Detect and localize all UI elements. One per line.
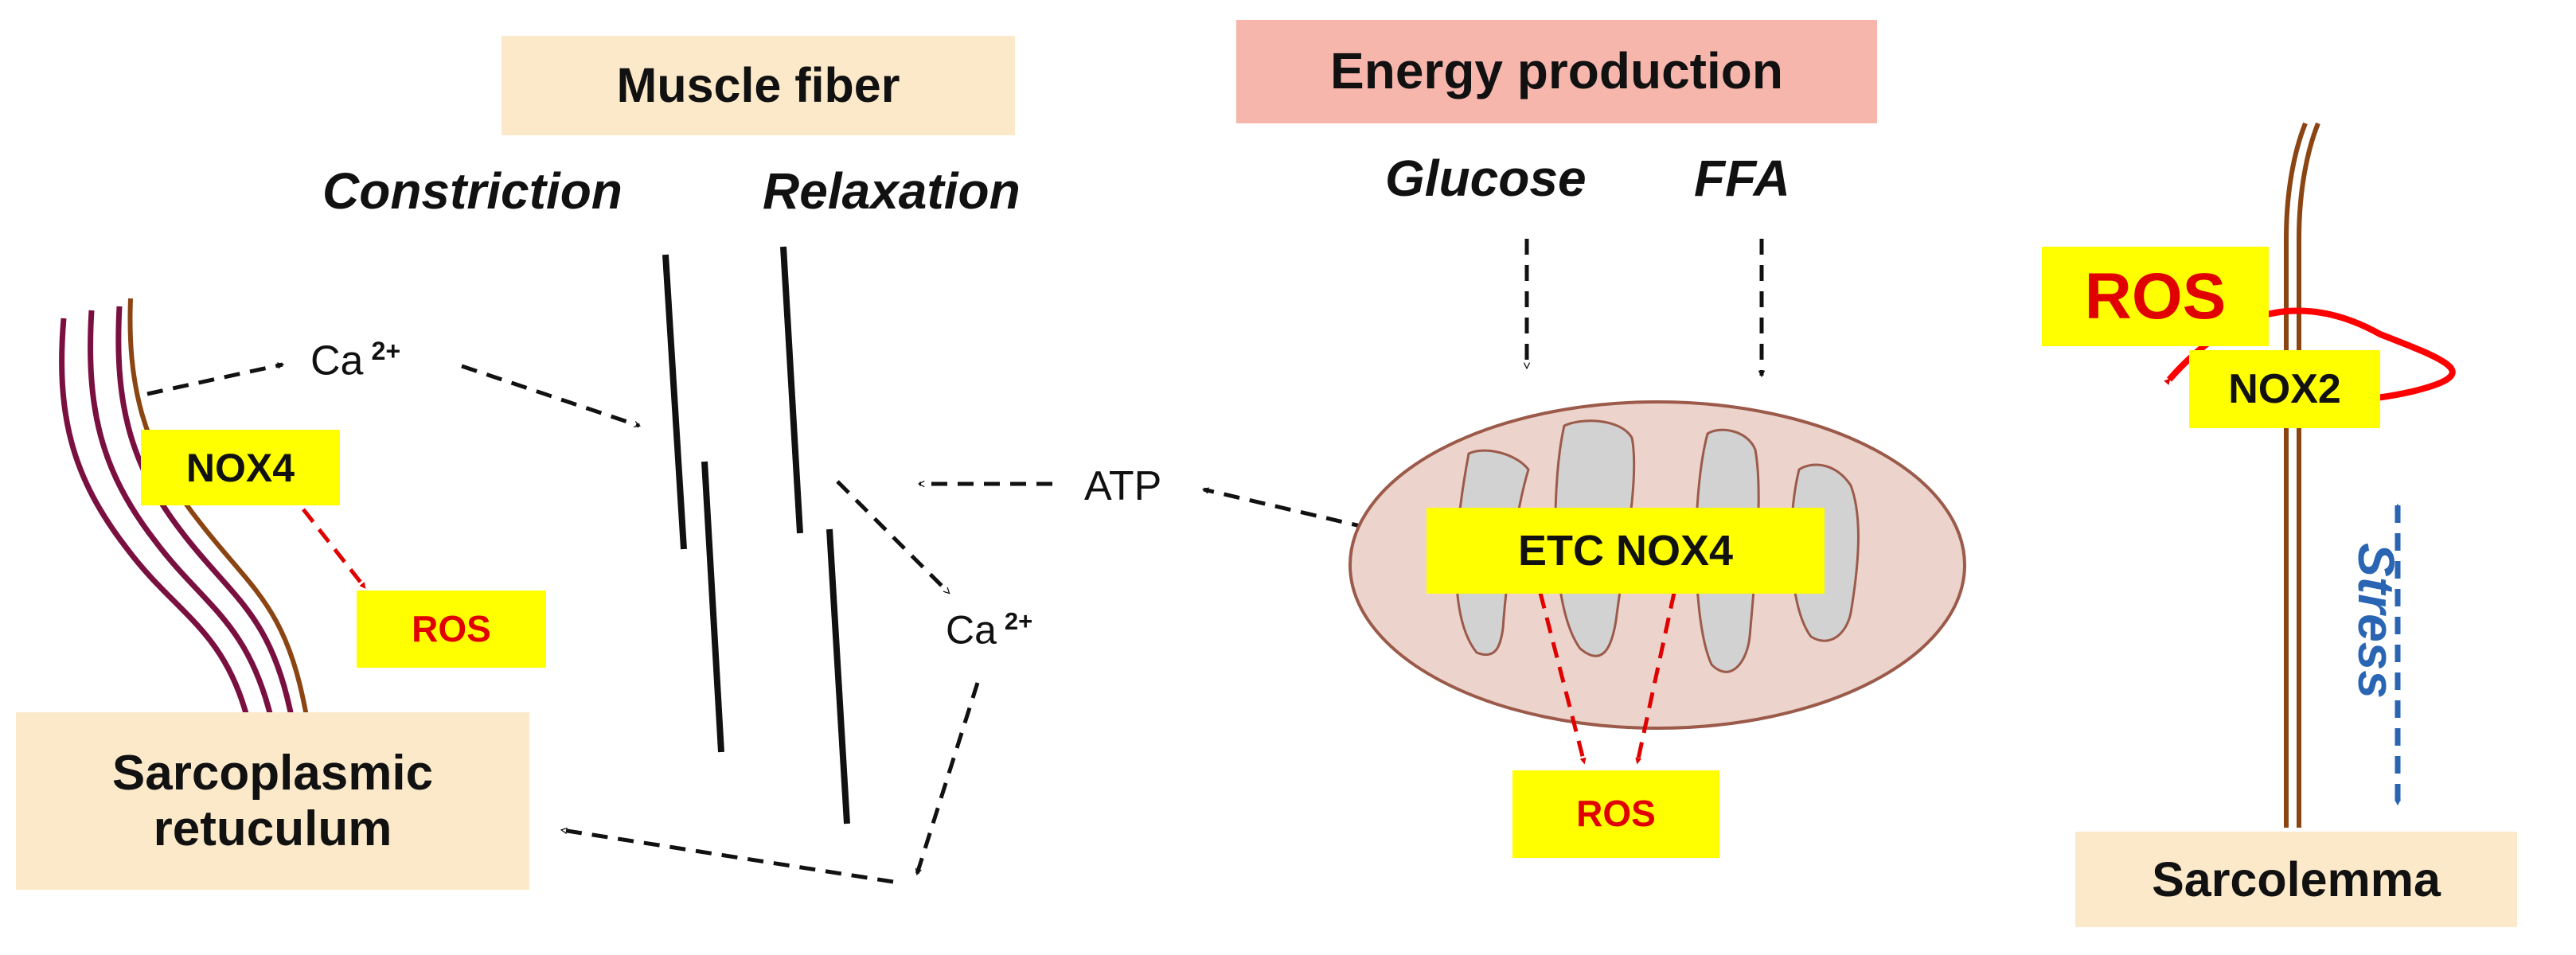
muscle-filaments [662, 246, 850, 824]
nox2-box: NOX2 [2189, 350, 2380, 428]
sr-membrane-line-1 [59, 318, 250, 717]
glucose-label: Glucose [1385, 150, 1587, 207]
calcium-ion-charge: 2+ [1004, 607, 1033, 635]
filament-4 [826, 528, 850, 824]
nox4-sr-box: NOX4 [141, 430, 340, 505]
muscle-fiber-title: Muscle fiber [502, 36, 1015, 135]
energy-production-title: Energy production [1236, 20, 1877, 123]
relaxation-label: Relaxation [763, 162, 1021, 220]
sarcoplasmic-reticulum-membranes [59, 298, 309, 717]
filament-2 [701, 461, 724, 753]
ffa-label: FFA [1694, 150, 1790, 207]
sarcolemma-line-1 [2284, 122, 2308, 828]
arrow-etc-to-ros-1 [1538, 592, 1587, 765]
sarcolemma-membrane [2284, 122, 2320, 828]
calcium-ion-symbol: Ca [310, 337, 364, 384]
ros-sr-box: ROS [357, 591, 546, 668]
ros-mitochondria-box: ROS [1512, 770, 1719, 858]
arrow-ca-to-filament [461, 364, 639, 428]
sarcolemma-line-2 [2297, 122, 2320, 828]
stress-label: Stress [2348, 543, 2405, 699]
etc-nox4-box: ETC NOX4 [1427, 508, 1825, 594]
constriction-label: Constriction [322, 162, 623, 220]
arrow-nox4-to-ros-left [302, 508, 366, 589]
atp-label: ATP [1084, 463, 1162, 509]
sr-membrane-line-2 [88, 310, 274, 717]
sr-membrane-line-3 [115, 306, 295, 717]
filament-3 [780, 246, 803, 534]
arrow-ca-down [915, 682, 980, 874]
arrow-etc-to-ros-2 [1635, 592, 1676, 765]
sr-membrane-line-brown [127, 298, 309, 717]
filament-1 [662, 254, 687, 550]
calcium-ion-charge: 2+ [371, 337, 401, 365]
calcium-ion-symbol: Ca [946, 607, 997, 653]
red-dashed-arrows [302, 508, 1676, 765]
arrow-sr-to-ca [146, 364, 283, 396]
arrow-filament-to-ca [836, 480, 950, 594]
arrow-to-sr [562, 830, 894, 884]
sarcolemma-title: Sarcolemma [2075, 832, 2517, 927]
sarcoplasmic-reticulum-title: Sarcoplasmic retuculum [16, 712, 529, 890]
ros-sarcolemma-box: ROS [2042, 247, 2269, 346]
